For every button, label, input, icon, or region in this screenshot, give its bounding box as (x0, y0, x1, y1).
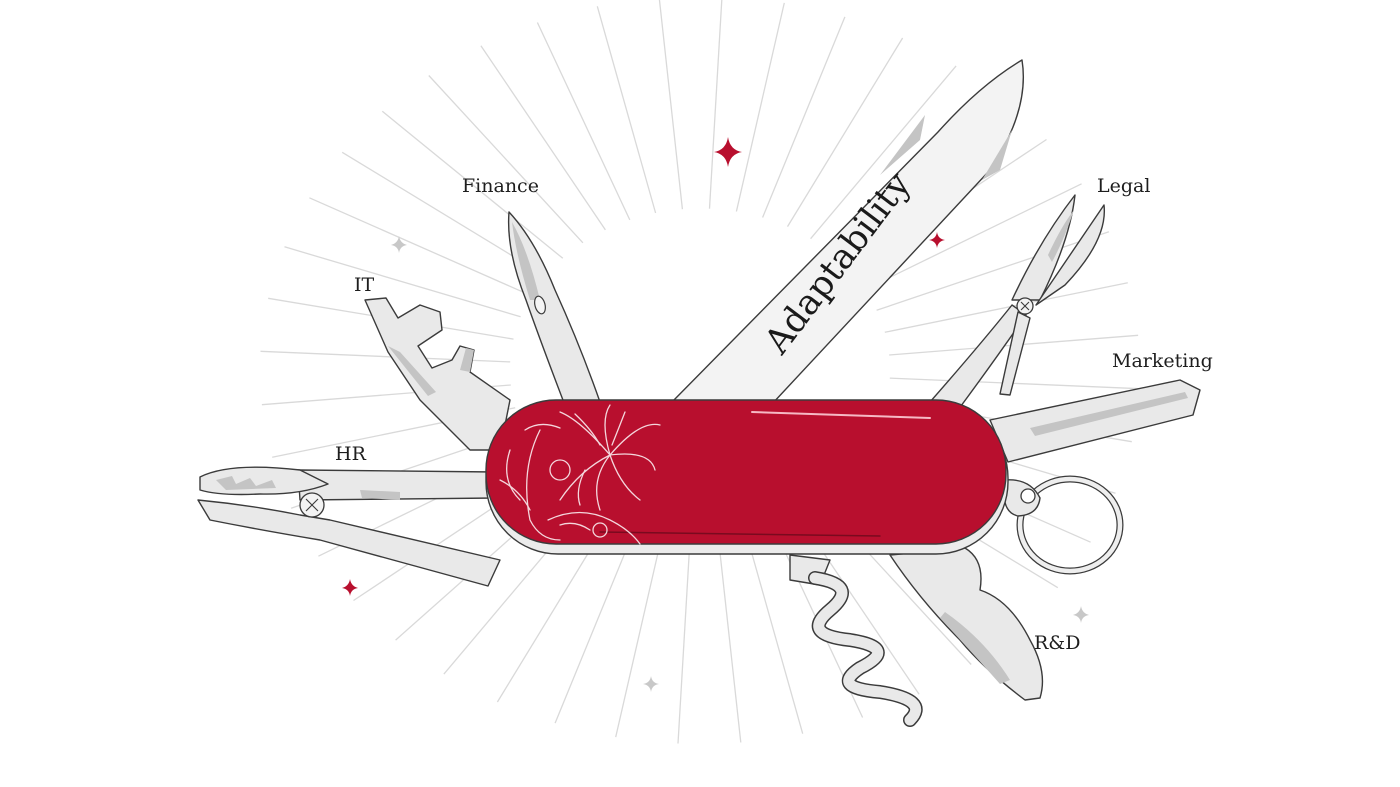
background-ray (480, 45, 606, 231)
knife-handle (485, 399, 1009, 555)
background-ray (615, 528, 665, 738)
background-ray (428, 75, 584, 244)
bottle-opener-tool (364, 297, 511, 451)
label-rnd: R&D (1034, 632, 1080, 654)
background-ray (810, 65, 957, 240)
multi-blade-tool (889, 547, 1044, 701)
sparkle-icon (929, 232, 945, 248)
sparkle-icon (643, 676, 659, 692)
background-ray (708, 0, 723, 209)
background-ray (743, 526, 804, 734)
pliers-tool (197, 466, 501, 587)
main-blade: Adaptability (671, 59, 1025, 405)
background-ray (761, 16, 846, 218)
sparkles (342, 137, 1089, 692)
background-ray (786, 37, 904, 227)
background-ray (554, 522, 639, 724)
background-ray (876, 231, 1110, 311)
small-blade-tool (507, 211, 601, 409)
sparkle-icon (342, 579, 358, 596)
background-ray (716, 530, 742, 743)
sparkle-icon (714, 137, 742, 167)
label-hr: HR (335, 443, 367, 465)
background-ray (889, 377, 1140, 390)
sparkle-icon (391, 236, 407, 253)
key-ring-icon (1003, 475, 1124, 575)
label-it: IT (354, 274, 375, 296)
palm-ornament (499, 404, 661, 545)
background-ray (864, 183, 1082, 291)
background-ray (284, 246, 521, 318)
background-ray (884, 282, 1128, 333)
label-finance: Finance (462, 175, 539, 197)
corkscrew-tool (789, 554, 923, 727)
background-ray (536, 22, 631, 221)
background-ray (658, 0, 684, 210)
label-legal: Legal (1097, 175, 1150, 197)
background-ray (596, 6, 657, 214)
background-ray (381, 110, 564, 259)
file-tool (989, 379, 1201, 463)
background-ray (735, 2, 785, 212)
background-ray (677, 531, 692, 744)
sparkle-icon (1073, 606, 1089, 623)
background-ray (309, 197, 532, 297)
label-marketing: Marketing (1112, 350, 1213, 372)
scissors-tool (929, 194, 1106, 411)
